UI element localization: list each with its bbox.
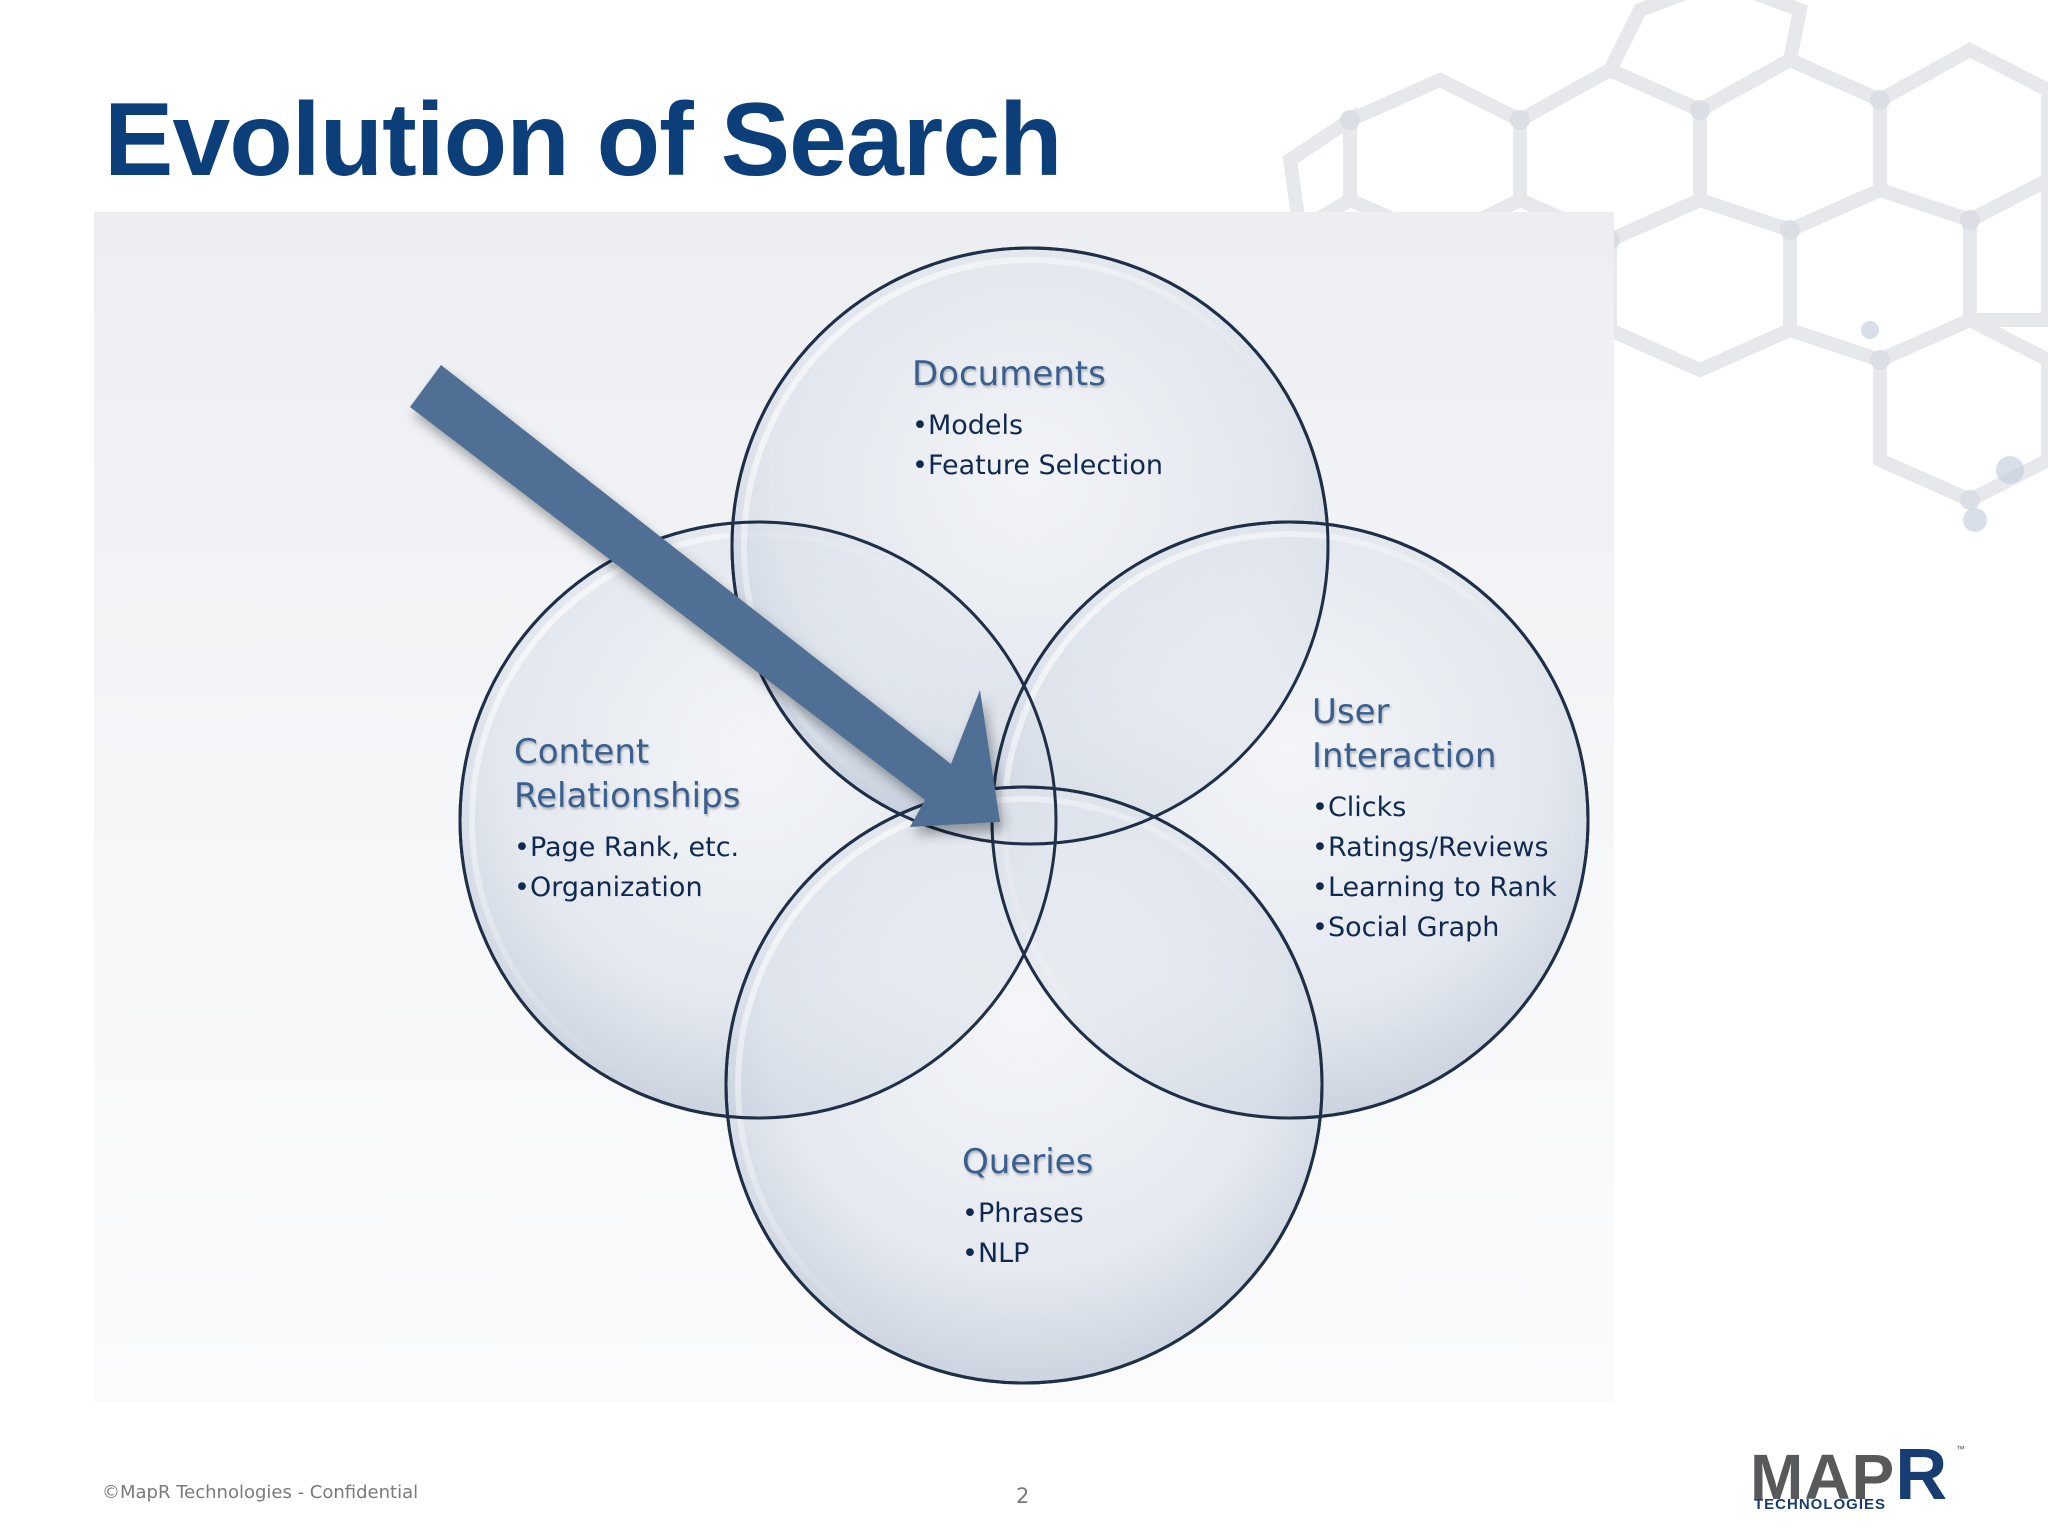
queries-list: Phrases NLP <box>962 1194 1093 1274</box>
list-item: Learning to Rank <box>1312 868 1557 908</box>
mapr-logo: MAPR TECHNOLOGIES ™ <box>1748 1439 1980 1520</box>
page-number: 2 <box>1016 1484 1030 1508</box>
list-item: Ratings/Reviews <box>1312 828 1557 868</box>
user-interaction-heading-line2: Interaction <box>1312 736 1497 776</box>
logo-wordmark: MAPR <box>1750 1439 1948 1513</box>
circle-queries <box>724 785 1324 1385</box>
logo-word-main: MAP <box>1750 1441 1896 1513</box>
logo-word-last: R <box>1895 1435 1949 1515</box>
logo-subtitle: TECHNOLOGIES <box>1754 1496 1887 1513</box>
user-interaction-heading-line1: User <box>1312 692 1390 732</box>
documents-list: Models Feature Selection <box>912 406 1163 486</box>
list-item: Models <box>912 406 1163 446</box>
content-relationships-heading-line1: Content <box>514 732 650 772</box>
user-interaction-label: User Interaction Clicks Ratings/Reviews … <box>1312 690 1557 948</box>
list-item: NLP <box>962 1234 1093 1274</box>
user-interaction-list: Clicks Ratings/Reviews Learning to Rank … <box>1312 788 1557 948</box>
footer-copyright: ©MapR Technologies - Confidential <box>102 1482 419 1503</box>
list-item: Organization <box>514 868 740 908</box>
list-item: Social Graph <box>1312 908 1557 948</box>
logo-trademark: ™ <box>1956 1444 1965 1454</box>
documents-label: Documents Models Feature Selection <box>912 352 1163 486</box>
list-item: Clicks <box>1312 788 1557 828</box>
slide-title: Evolution of Search <box>104 82 1063 198</box>
queries-label: Queries Phrases NLP <box>962 1140 1093 1274</box>
list-item: Phrases <box>962 1194 1093 1234</box>
content-relationships-label: Content Relationships Page Rank, etc. Or… <box>514 730 740 908</box>
queries-heading: Queries <box>962 1142 1094 1182</box>
content-relationships-heading-line2: Relationships <box>514 776 741 816</box>
arrow-icon <box>410 365 1000 827</box>
list-item: Page Rank, etc. <box>514 828 740 868</box>
documents-heading: Documents <box>912 354 1106 394</box>
content-relationships-list: Page Rank, etc. Organization <box>514 828 740 908</box>
list-item: Feature Selection <box>912 446 1163 486</box>
